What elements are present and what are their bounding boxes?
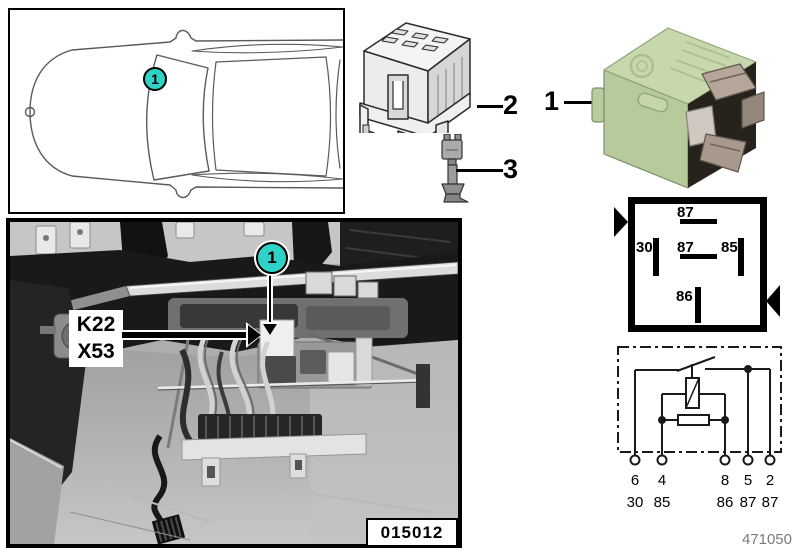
terminal-pin-5: 5 [743, 472, 753, 489]
car-location-panel: 1 [8, 8, 345, 214]
connector-code: X53 [77, 340, 115, 363]
pin-bar-87-center [680, 254, 717, 259]
terminal-pin-4: 4 [657, 472, 667, 489]
terminal-fn-85: 85 [653, 494, 671, 511]
coding-lug-left [614, 207, 628, 237]
photo-location-badge[interactable]: 1 [256, 242, 288, 274]
location-photo-panel: K22 X53 1 015012 [6, 218, 462, 548]
leader-line-item1 [564, 101, 598, 104]
location-photo-scene [9, 221, 459, 545]
pin-label-85: 85 [721, 239, 738, 256]
badge-arrow-head [263, 324, 277, 335]
label-arrow-head [248, 325, 261, 345]
pin-bar-86 [695, 287, 701, 323]
component-code: K22 [76, 313, 116, 336]
label-arrow-shaft [122, 332, 250, 338]
terminal-fn-30: 30 [626, 494, 644, 511]
pin-label-86: 86 [676, 288, 693, 305]
pin-bar-30 [653, 238, 659, 276]
photo-id-tag: 015012 [366, 518, 458, 547]
item-number-socket[interactable]: 2 [503, 90, 519, 120]
document-number: 471050 [741, 531, 792, 548]
coding-lug-right [766, 285, 780, 317]
pin-label-30: 30 [636, 239, 653, 256]
terminal-pin-6: 6 [630, 472, 640, 489]
relay-socket-drawing [359, 22, 471, 133]
item-number-relay[interactable]: 1 [544, 86, 560, 116]
pin-bar-87-top [680, 219, 717, 224]
relay-circuit-schematic [617, 346, 782, 466]
terminal-pin-8: 8 [720, 472, 730, 489]
pin-diagram-box: 87 30 87 85 86 [628, 197, 767, 332]
terminal-pin-2: 2 [765, 472, 775, 489]
badge-leader-line [269, 272, 271, 324]
relay-photo [591, 27, 765, 189]
item-number-pin[interactable]: 3 [503, 154, 519, 184]
terminal-pin-drawing [441, 134, 469, 203]
terminal-fn-87b: 87 [761, 494, 779, 511]
component-code-label: K22 X53 [69, 310, 123, 367]
terminal-fn-86: 86 [716, 494, 734, 511]
pin-label-87-center: 87 [677, 239, 694, 256]
car-top-view-drawing [24, 29, 344, 199]
terminal-fn-87a: 87 [739, 494, 757, 511]
pin-label-87-top: 87 [677, 204, 694, 221]
pin-bar-85 [738, 238, 744, 276]
leader-line-item2 [477, 105, 503, 108]
relay-location-badge[interactable]: 1 [143, 67, 167, 91]
leader-line-item3 [456, 169, 503, 172]
relay-pin-diagram: 87 30 87 85 86 [613, 197, 780, 332]
